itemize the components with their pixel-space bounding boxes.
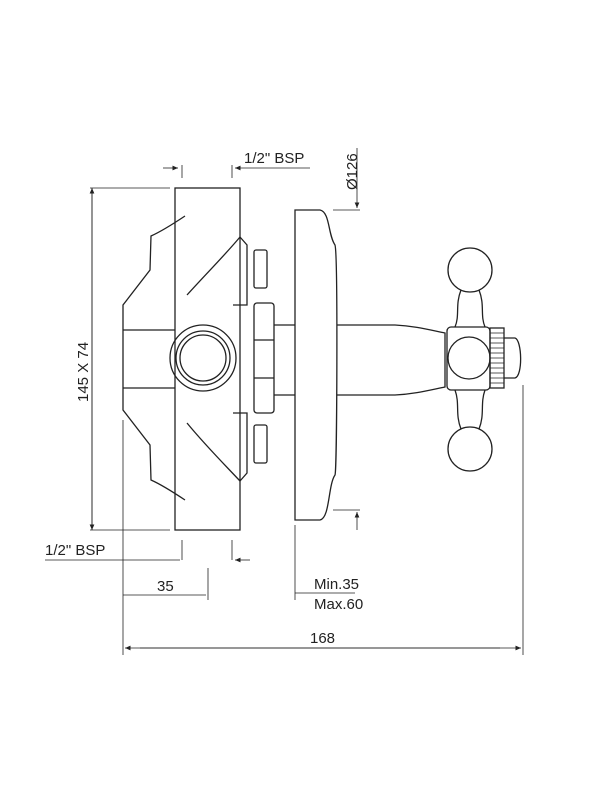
height-width-label: 145 X 74 <box>75 342 92 402</box>
min-depth-label: Min.35 <box>314 576 359 593</box>
max-depth-label: Max.60 <box>314 596 363 613</box>
bottom-bsp-label: 1/2" BSP <box>45 542 105 559</box>
bottom-knob <box>447 426 493 472</box>
top-knob <box>447 247 493 293</box>
body-pipe <box>174 187 241 531</box>
escutcheon-plate <box>294 209 338 521</box>
bottom-nut <box>253 424 268 464</box>
top-bsp-label: 1/2" BSP <box>244 150 304 167</box>
diameter-label: Ø126 <box>344 153 361 190</box>
depth-35-label: 35 <box>157 578 174 595</box>
top-nut <box>253 249 268 289</box>
spindle-block <box>253 302 275 414</box>
handle <box>337 247 522 472</box>
total-length-label: 168 <box>310 630 335 647</box>
valve-body <box>122 187 295 531</box>
outlet-port <box>169 324 237 392</box>
body-left-wing <box>122 215 186 501</box>
dimensions: 145 X 74 1/2" BSP Ø126 1/2" BSP 35 Min.3… <box>45 148 524 655</box>
